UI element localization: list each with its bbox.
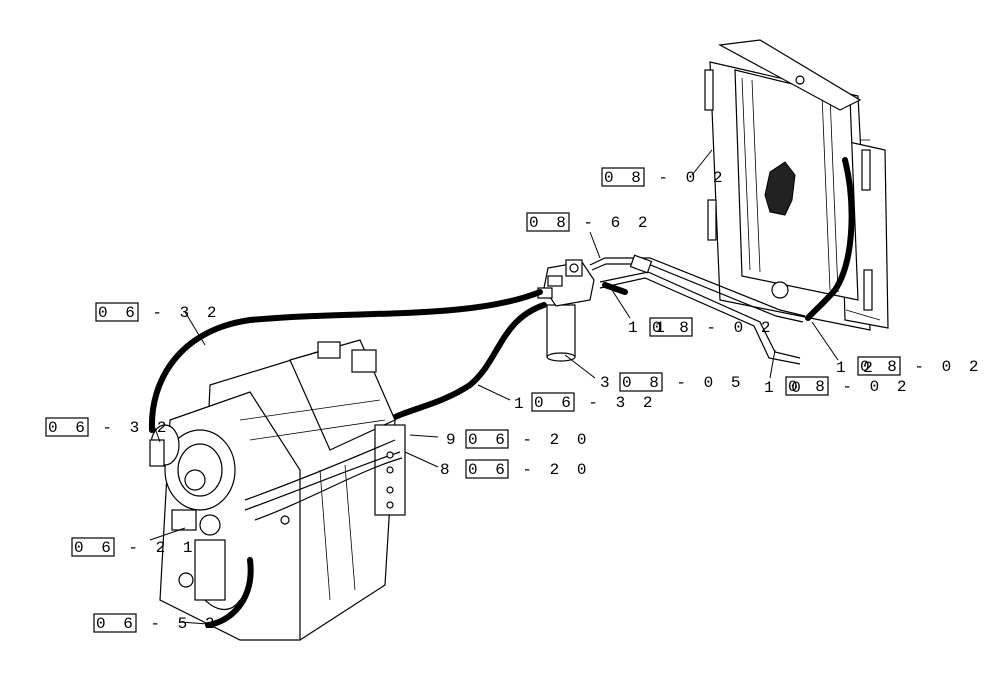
callout-2-ref: 0 8 - 6 2 [529,214,651,232]
callout-12-ref: 0 6 - 2 1 [74,539,196,557]
callout-8: 1 0 6 - 3 2 [514,392,656,413]
callout-7-ref: 0 8 - 0 2 [788,378,910,396]
callout-5-ref: 0 8 - 0 5 [622,374,744,392]
callout-12: 0 6 - 2 1 [71,537,196,557]
callout-3-ref: 0 6 - 3 2 [98,304,220,322]
callout-8-item: 1 [514,395,528,413]
callout-7-item: 1 0 [764,379,805,397]
callout-4-item: 1 1 [628,319,669,337]
radiator [704,39,889,331]
callout-3: 0 6 - 3 2 [95,302,220,322]
callout-6-item: 1 2 [836,359,877,377]
callout-1: 0 8 - 0 2 [601,167,726,187]
callout-6-ref: 0 8 - 0 2 [860,358,982,376]
callout-2: 0 8 - 6 2 [526,212,651,232]
transmission [149,339,406,641]
callout-10-item: 9 [446,431,460,449]
callout-13-ref: 0 6 - 5 2 [96,615,218,633]
callout-9-ref: 0 6 - 3 2 [48,419,170,437]
callout-1-ref: 0 8 - 0 2 [604,169,726,187]
oil-filter [537,259,595,362]
hose-lower [387,302,547,423]
cooler-tube-lower-2 [599,277,801,365]
callout-11-item: 8 [440,461,454,479]
cooler-tube-upper [589,257,806,317]
callout-10-ref: 0 6 - 2 0 [468,431,590,449]
cooler-tube-lower [599,271,801,359]
callout-7: 1 0 0 8 - 0 2 [764,376,910,397]
callout-9: 0 6 - 3 2 [45,417,170,437]
callout-11: 8 0 6 - 2 0 [440,459,590,479]
callout-6: 1 2 0 8 - 0 2 [836,356,982,377]
radiator-hose [805,157,855,321]
callout-13: 0 6 - 5 2 [93,613,218,633]
callout-5: 3 0 8 - 0 5 [600,372,744,392]
callout-4: 1 1 0 8 - 0 2 [628,317,774,337]
callout-11-ref: 0 6 - 2 0 [468,461,590,479]
callout-5-item: 3 [600,374,614,392]
callout-4-ref: 0 8 - 0 2 [652,319,774,337]
callout-10: 9 0 6 - 2 0 [446,429,590,449]
leader-lines [149,149,839,625]
hose-upper [148,289,543,433]
callout-8-ref: 0 6 - 3 2 [534,394,656,412]
